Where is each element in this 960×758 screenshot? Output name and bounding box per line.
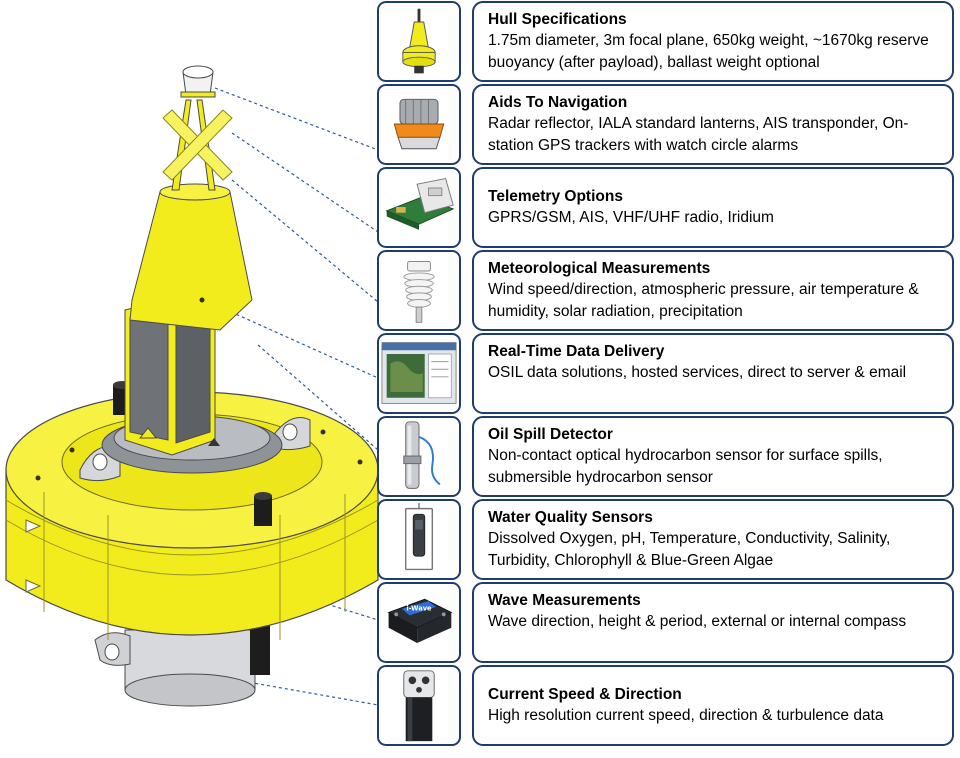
feature-description: GPRS/GSM, AIS, VHF/UHF radio, Iridium bbox=[488, 209, 774, 226]
weather-station-icon bbox=[377, 250, 461, 331]
leader-lines bbox=[207, 87, 379, 706]
leader-line-telemetry bbox=[231, 179, 379, 303]
feature-card-telemetry: Telemetry Options GPRS/GSM, AIS, VHF/UHF… bbox=[472, 167, 954, 248]
buoy-illustration bbox=[5, 65, 379, 707]
water-quality-sonde-icon bbox=[377, 499, 461, 580]
leader-line-hull bbox=[214, 87, 379, 151]
feature-card-wave: Wave Measurements Wave direction, height… bbox=[472, 582, 954, 663]
current-meter-icon bbox=[377, 665, 461, 746]
feature-title: Meteorological Measurements bbox=[488, 260, 711, 277]
feature-card-data-delivery: Real-Time Data Delivery OSIL data soluti… bbox=[472, 333, 954, 414]
topmark-cross bbox=[162, 109, 233, 181]
wave-sensor-brand-label: i-Wave bbox=[406, 605, 432, 613]
feature-description: Dissolved Oxygen, pH, Temperature, Condu… bbox=[488, 530, 891, 569]
leader-line-current bbox=[207, 674, 379, 706]
oil-spill-sensor-icon bbox=[377, 416, 461, 497]
feature-card-current: Current Speed & Direction High resolutio… bbox=[472, 665, 954, 746]
feature-description: High resolution current speed, direction… bbox=[488, 707, 884, 724]
feature-title: Current Speed & Direction bbox=[488, 686, 682, 703]
feature-title: Telemetry Options bbox=[488, 188, 623, 205]
feature-card-oil-spill: Oil Spill Detector Non-contact optical h… bbox=[472, 416, 954, 497]
feature-description: 1.75m diameter, 3m focal plane, 650kg we… bbox=[488, 32, 929, 71]
leader-line-data bbox=[257, 344, 379, 451]
buoy-tower bbox=[129, 191, 253, 331]
leader-line-met bbox=[219, 306, 379, 379]
feature-description: Wave direction, height & period, externa… bbox=[488, 613, 907, 630]
feature-title: Oil Spill Detector bbox=[488, 426, 613, 443]
feature-card-aids-to-navigation: Aids To Navigation Radar reflector, IALA… bbox=[472, 84, 954, 165]
feature-title: Real-Time Data Delivery bbox=[488, 343, 665, 360]
wave-sensor-icon: i-Wave bbox=[377, 582, 461, 663]
feature-description: Wind speed/direction, atmospheric pressu… bbox=[488, 281, 919, 320]
leader-line-aids bbox=[231, 132, 379, 233]
navigation-lantern-icon bbox=[377, 84, 461, 165]
feature-title: Hull Specifications bbox=[488, 11, 627, 28]
feature-card-hull: Hull Specifications 1.75m diameter, 3m f… bbox=[472, 1, 954, 82]
feature-title: Wave Measurements bbox=[488, 592, 641, 609]
leader-line-water bbox=[217, 569, 379, 621]
feature-title: Aids To Navigation bbox=[488, 94, 628, 111]
feature-card-water-quality: Water Quality Sensors Dissolved Oxygen, … bbox=[472, 499, 954, 580]
buoy-hull-icon bbox=[377, 1, 461, 82]
feature-card-meteorological: Meteorological Measurements Wind speed/d… bbox=[472, 250, 954, 331]
telemetry-module-icon bbox=[377, 167, 461, 248]
feature-description: Radar reflector, IALA standard lanterns,… bbox=[488, 115, 909, 154]
feature-title: Water Quality Sensors bbox=[488, 509, 653, 526]
feature-description: OSIL data solutions, hosted services, di… bbox=[488, 364, 907, 381]
feature-description: Non-contact optical hydrocarbon sensor f… bbox=[488, 447, 883, 486]
data-map-screen-icon bbox=[377, 333, 461, 414]
